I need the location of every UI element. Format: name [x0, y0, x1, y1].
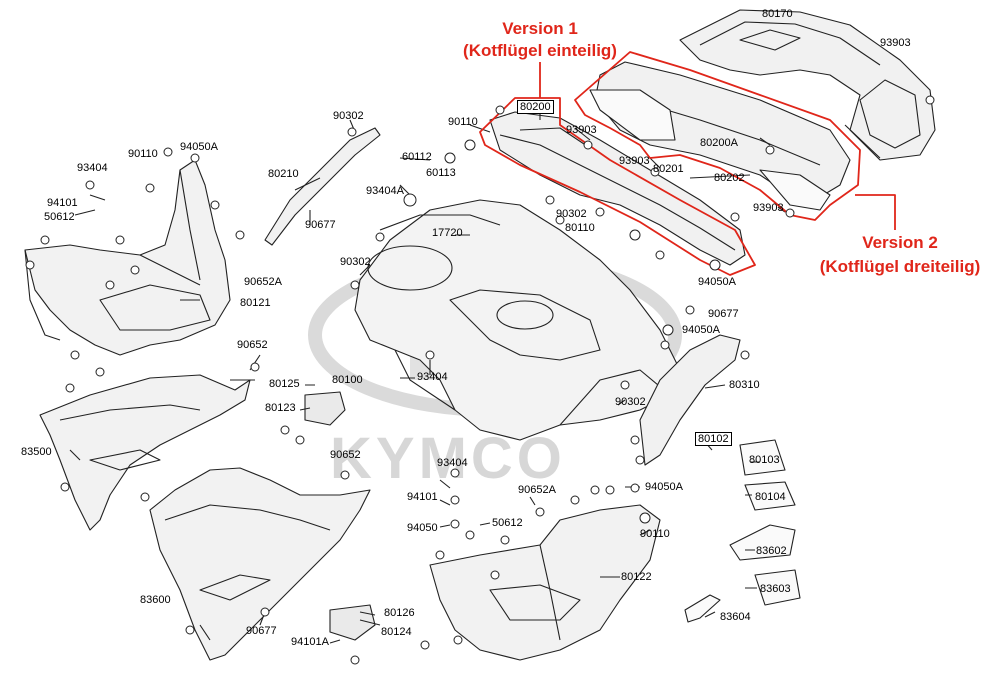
part-label: 80102	[695, 432, 732, 446]
rear-fender-80100	[354, 199, 681, 441]
part-label: 83602	[756, 545, 787, 557]
part-label: 50612	[44, 211, 75, 223]
part-label: 90302	[333, 110, 364, 122]
version-1-title: Version 1	[502, 19, 578, 38]
part-label: 90652A	[518, 484, 556, 496]
part-label: 94050A	[682, 324, 720, 336]
part-label: 93404	[417, 371, 448, 383]
part-label: 94101	[407, 491, 438, 503]
part-label: 93404A	[366, 185, 404, 197]
right-footwell-80122	[429, 504, 661, 661]
part-label: 83600	[140, 594, 171, 606]
part-label: 83604	[720, 611, 751, 623]
part-label: 80170	[762, 8, 793, 20]
part-label: 80103	[749, 454, 780, 466]
part-label: 93903	[566, 124, 597, 136]
fender-version-2	[589, 61, 851, 211]
footwell-panel-83600	[149, 467, 371, 661]
part-label: 80123	[265, 402, 296, 414]
part-label: 93903	[753, 202, 784, 214]
side-panel-83500	[39, 374, 251, 531]
decal-83604	[684, 594, 721, 623]
part-label: 90677	[246, 625, 277, 637]
decal-80103	[739, 439, 786, 476]
part-label: 94101	[47, 197, 78, 209]
version-1-subtitle: (Kotflügel einteilig)	[463, 41, 617, 60]
version-2-subtitle: (Kotflügel dreiteilig)	[819, 257, 981, 276]
part-label: 94050A	[645, 481, 683, 493]
part-label: 90110	[128, 148, 158, 160]
part-label: 90110	[448, 116, 478, 128]
part-label: 90652	[330, 449, 361, 461]
part-label: 80210	[268, 168, 299, 180]
part-label: 94101A	[291, 636, 329, 648]
part-label: 90302	[340, 256, 371, 268]
part-label: 80200	[517, 100, 554, 114]
part-label: 90110	[640, 528, 670, 540]
part-label: 80125	[269, 378, 300, 390]
fasteners	[25, 95, 935, 665]
part-label: 80100	[332, 374, 363, 386]
part-label: 60113	[426, 167, 456, 179]
part-label: 90677	[305, 219, 336, 231]
side-strip-80310	[639, 334, 741, 466]
part-label: 80124	[381, 626, 412, 638]
part-label: 80200A	[700, 137, 738, 149]
part-label: 83500	[21, 446, 52, 458]
bracket-80124	[329, 604, 376, 641]
part-label: 94050	[407, 522, 438, 534]
part-label: 93404	[77, 162, 108, 174]
part-label: 80121	[240, 297, 271, 309]
part-label: 90302	[615, 396, 646, 408]
bracket-80123	[304, 391, 346, 426]
part-label: 80310	[729, 379, 760, 391]
part-label: 83603	[760, 583, 791, 595]
version-highlights	[479, 51, 896, 276]
part-label: 17720	[432, 227, 463, 239]
part-label: 93903	[619, 155, 650, 167]
decal-83603	[754, 569, 801, 606]
version-2-title: Version 2	[862, 233, 938, 252]
part-label: 94050A	[698, 276, 736, 288]
part-label: 80104	[755, 491, 786, 503]
rear-rack-80170	[679, 9, 936, 161]
part-label: 90652	[237, 339, 268, 351]
part-label: 80126	[384, 607, 415, 619]
part-label: 80202	[714, 172, 745, 184]
part-label: 90302	[556, 208, 587, 220]
part-label: 93903	[880, 37, 911, 49]
part-label: 80122	[621, 571, 652, 583]
part-label: 80201	[653, 163, 684, 175]
part-label: 60112	[402, 151, 432, 163]
part-label: 80110	[565, 222, 595, 234]
part-label: 90652A	[244, 276, 282, 288]
decal-83602	[729, 524, 796, 561]
decal-80104	[744, 481, 796, 511]
left-footwell-80121	[24, 159, 231, 356]
part-label: 90677	[708, 308, 739, 320]
part-label: 50612	[492, 517, 523, 529]
side-strip-80210	[264, 127, 381, 246]
part-label: 94050A	[180, 141, 218, 153]
fender-version-1	[489, 111, 746, 266]
part-label: 93404	[437, 457, 468, 469]
